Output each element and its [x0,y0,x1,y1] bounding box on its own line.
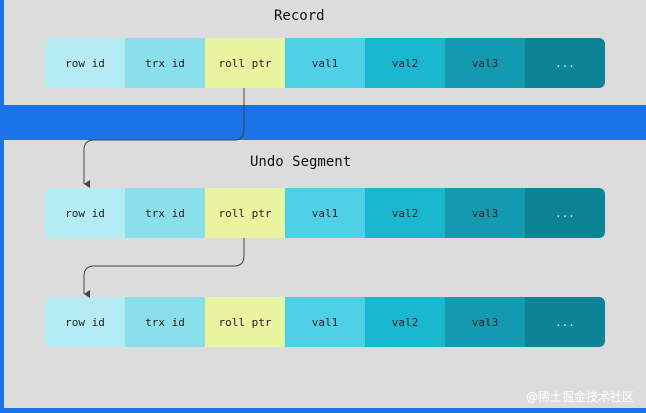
field-roll-ptr: roll ptr [205,297,285,347]
undo-row: row id trx id roll ptr val1 val2 val3 ..… [45,297,605,347]
field-ellipsis: ... [525,297,605,347]
field-ellipsis: ... [525,188,605,238]
field-trx-id: trx id [125,38,205,88]
field-val2: val2 [365,188,445,238]
roll-ptr-arrow [83,238,245,298]
field-roll-ptr: roll ptr [205,188,285,238]
undo-segment-title: Undo Segment [250,154,352,170]
record-row: row id trx id roll ptr val1 val2 val3 ..… [45,38,605,88]
field-val2: val2 [365,38,445,88]
field-ellipsis: ... [525,38,605,88]
field-trx-id: trx id [125,188,205,238]
field-trx-id: trx id [125,297,205,347]
undo-segment-panel [4,140,646,408]
undo-row: row id trx id roll ptr val1 val2 val3 ..… [45,188,605,238]
field-val2: val2 [365,297,445,347]
field-row-id: row id [45,38,125,88]
field-row-id: row id [45,188,125,238]
field-roll-ptr: roll ptr [205,38,285,88]
watermark: @稀土掘金技术社区 [525,390,634,404]
field-val1: val1 [285,188,365,238]
field-row-id: row id [45,297,125,347]
field-val3: val3 [445,297,525,347]
field-val1: val1 [285,297,365,347]
field-val1: val1 [285,38,365,88]
roll-ptr-arrow [83,88,245,188]
field-val3: val3 [445,38,525,88]
record-title: Record [274,8,325,24]
field-val3: val3 [445,188,525,238]
